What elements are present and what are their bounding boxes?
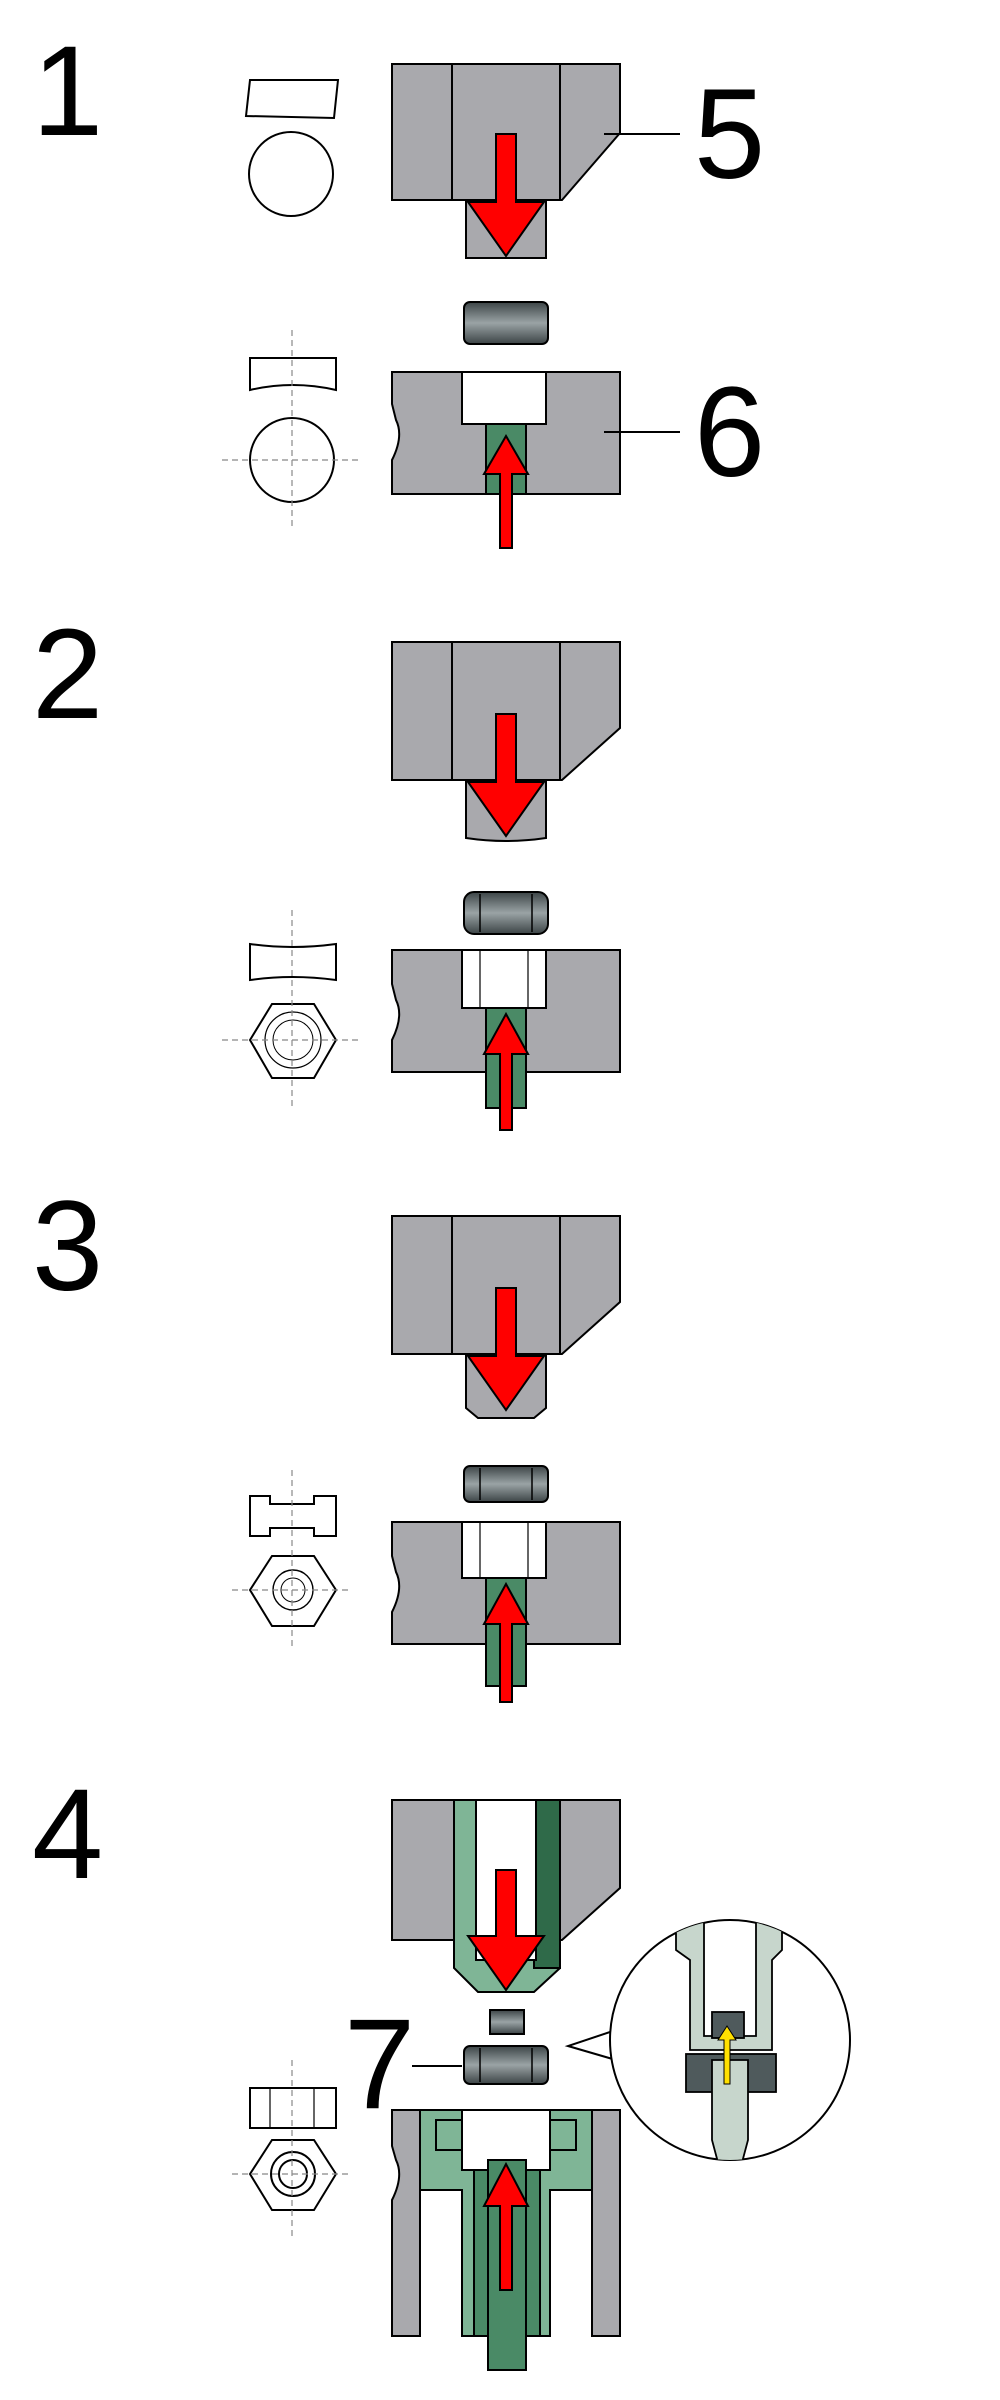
step-4-number: 4 bbox=[32, 1763, 103, 1906]
nut-side-view-2 bbox=[248, 942, 338, 1079]
callout-5: 5 bbox=[694, 63, 765, 206]
slug-step-4 bbox=[489, 2009, 525, 2035]
workpiece-step-1 bbox=[463, 301, 549, 345]
down-arrow-step-1-upper bbox=[466, 133, 546, 258]
upper-die-step-2 bbox=[391, 641, 621, 842]
workpiece-step-3 bbox=[463, 1465, 549, 1503]
up-arrow-step-1-lower bbox=[482, 434, 530, 549]
down-arrow-step-3 bbox=[466, 1287, 546, 1412]
step-2-number: 2 bbox=[32, 603, 103, 746]
up-arrow-step-2 bbox=[482, 1011, 530, 1131]
callout-6: 6 bbox=[694, 361, 765, 504]
down-arrow-step-4 bbox=[466, 1869, 546, 1992]
magnified-detail bbox=[564, 1919, 851, 2161]
blank-side-view-1 bbox=[244, 79, 340, 217]
nut-part-step-4 bbox=[463, 2045, 549, 2085]
nut-side-view-4 bbox=[248, 2087, 338, 2211]
step-3-number: 3 bbox=[32, 1175, 103, 1318]
step-1-number: 1 bbox=[32, 20, 103, 163]
up-arrow-step-3 bbox=[482, 1581, 530, 1703]
up-arrow-step-4 bbox=[482, 2161, 530, 2291]
blank-side-view-1b bbox=[249, 357, 337, 503]
workpiece-step-2 bbox=[463, 891, 549, 935]
down-arrow-step-2 bbox=[466, 713, 546, 838]
yellow-arrow-detail bbox=[717, 2025, 737, 2085]
nut-side-view-3 bbox=[248, 1495, 338, 1627]
